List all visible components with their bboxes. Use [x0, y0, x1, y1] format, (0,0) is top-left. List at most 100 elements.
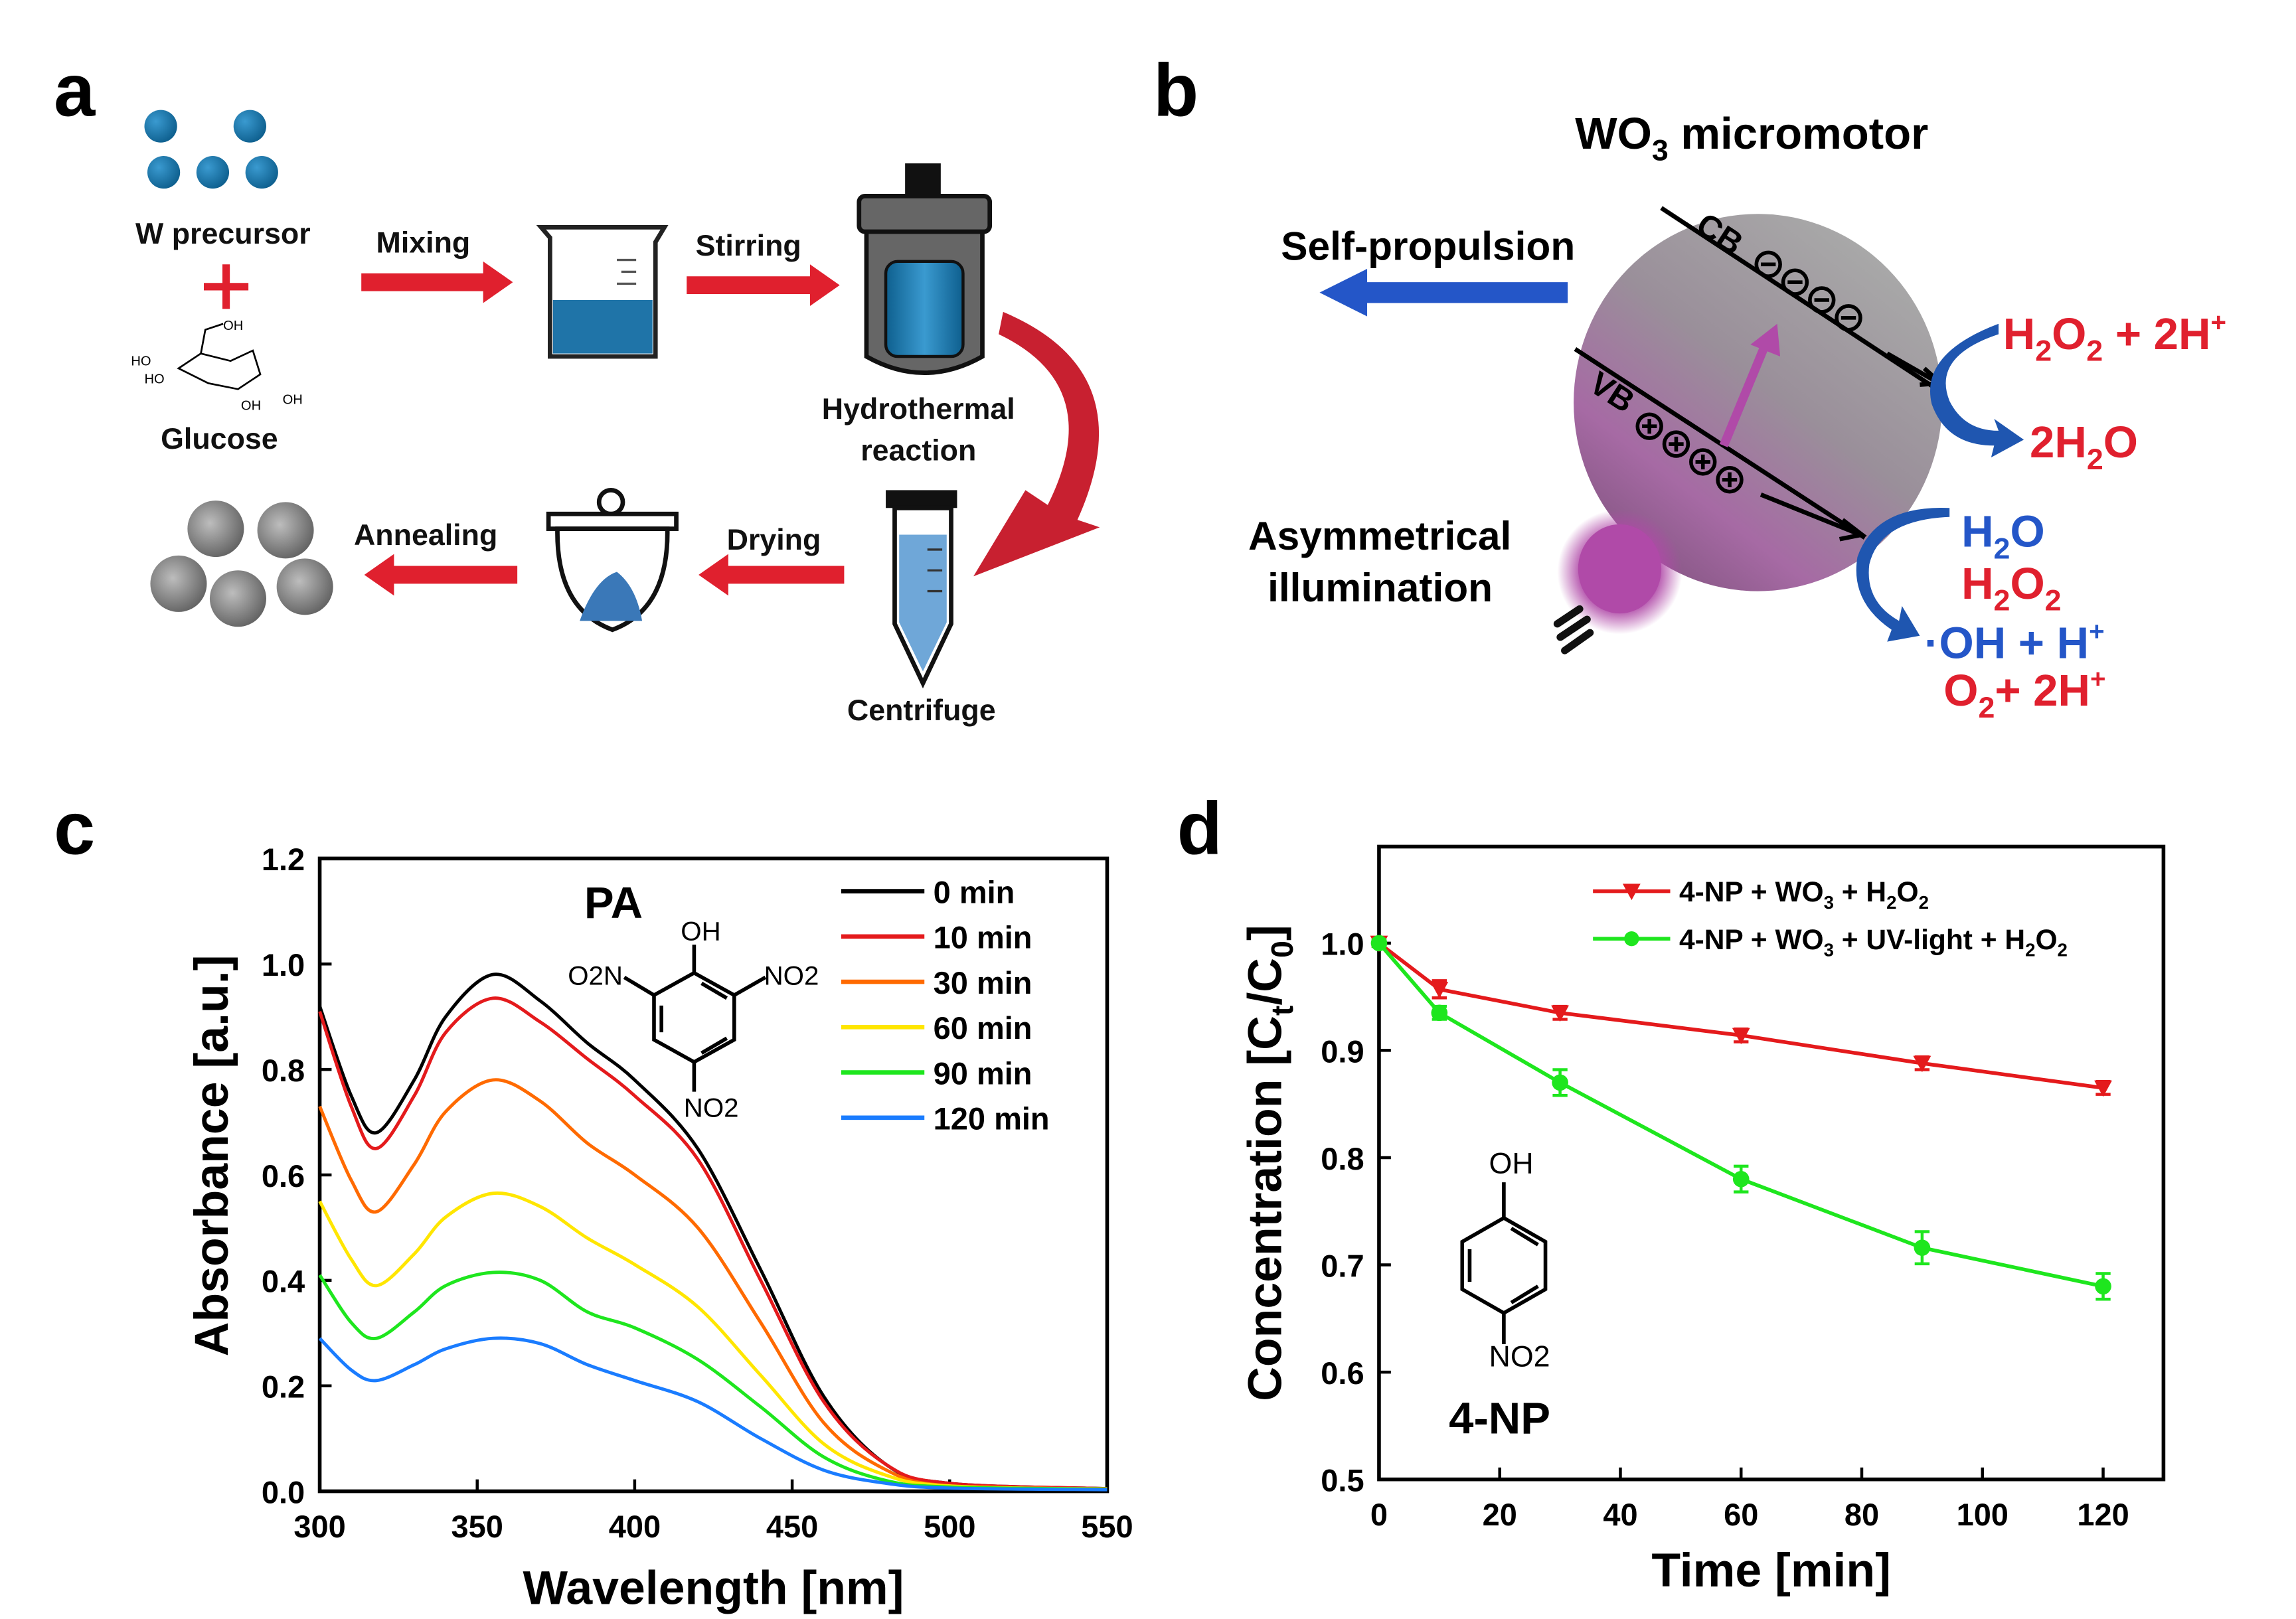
panel-letter-a: a [54, 49, 96, 132]
mixing-arrow-icon [361, 261, 513, 303]
reaction-h2o: H2O [1961, 506, 2045, 565]
drying-arrow-icon [698, 554, 845, 596]
legend-marker [1622, 884, 1641, 900]
legend-label: 10 min [934, 920, 1032, 955]
y-tick-label: 1.2 [262, 842, 305, 877]
plot-frame [1377, 844, 2166, 1482]
pa-label: PA [584, 878, 643, 928]
hole-icons [1635, 412, 1744, 494]
svg-text:OH: OH [681, 916, 720, 946]
curved-arrow-icon [973, 311, 1100, 577]
hydrothermal-label-line2: reaction [861, 434, 976, 467]
x-tick-label: 500 [924, 1509, 975, 1544]
y-tick-label: 0.8 [262, 1053, 305, 1088]
panel-letter-d: d [1177, 787, 1222, 870]
x-tick-label: 20 [1483, 1497, 1517, 1532]
4np-label: 4-NP [1449, 1393, 1550, 1443]
data-point [1732, 1170, 1750, 1188]
spectrum-line-120-min [318, 1336, 1107, 1492]
reaction-h2o2: H2O2 [1961, 559, 2061, 617]
svg-text:OH: OH [241, 399, 261, 414]
annealing-arrow-icon [364, 554, 518, 596]
svg-text:NO2: NO2 [764, 961, 819, 991]
y-tick-label: 0.6 [262, 1158, 305, 1194]
w-precursor-label: W precursor [135, 217, 311, 250]
illumination-label-line1: Asymmetrical [1248, 513, 1511, 558]
svg-text:HO: HO [144, 372, 164, 386]
x-axis-label: Wavelength [nm] [523, 1562, 904, 1615]
propulsion-arrow-icon [1319, 269, 1568, 317]
y-tick-label: 0.6 [1321, 1355, 1364, 1391]
hydrothermal-label-line1: Hydrothermal [822, 392, 1015, 425]
x-tick-label: 350 [451, 1509, 503, 1544]
spectrum-line-30-min [318, 1078, 1107, 1491]
legend-label: 30 min [934, 965, 1032, 1000]
svg-text:OH: OH [283, 393, 303, 408]
data-point [2094, 1080, 2112, 1097]
svg-text:O2N: O2N [568, 961, 623, 991]
legend-label: 4-NP + WO3 + H2O2 [1679, 877, 1929, 913]
annealing-label: Annealing [354, 518, 497, 552]
reduction-curved-arrow-icon [1929, 323, 2024, 458]
legend-label: 90 min [934, 1055, 1032, 1091]
data-point [1551, 1005, 1570, 1022]
y-tick-label: 0.9 [1321, 1034, 1364, 1069]
wo3-particles-icon [150, 501, 333, 627]
y-tick-label: 0.0 [262, 1474, 305, 1509]
legend-label: 60 min [934, 1010, 1032, 1045]
x-tick-label: 60 [1724, 1497, 1758, 1532]
panel-a: a W precursor OH HO HO OH OH Glucose Mix… [54, 49, 1100, 727]
data-point [1431, 1004, 1448, 1022]
x-tick-label: 100 [1957, 1497, 2009, 1532]
data-point [2095, 1278, 2111, 1295]
y-tick-label: 0.4 [262, 1264, 305, 1299]
y-tick-label: 1.0 [1321, 927, 1364, 962]
legend-label: 4-NP + WO3 + UV-light + H2O2 [1679, 925, 2068, 961]
svg-text:OH: OH [1489, 1147, 1534, 1180]
x-tick-label: 450 [766, 1509, 818, 1544]
data-point [1914, 1239, 1931, 1256]
panel-letter-c: c [54, 787, 95, 870]
drying-jar-icon [546, 488, 679, 633]
reaction-o2-2h: O2+ 2H+ [1943, 664, 2105, 724]
micromotor-sphere: CB VB [1574, 206, 1946, 591]
oxidation-curved-arrow-icon [1856, 508, 1950, 642]
spectrum-line-10-min [318, 996, 1107, 1491]
x-tick-label: 120 [2077, 1497, 2129, 1532]
y-tick-label: 0.2 [262, 1369, 305, 1405]
svg-text:NO2: NO2 [684, 1093, 739, 1123]
data-point [1552, 1074, 1568, 1091]
data-point [1370, 935, 1388, 952]
autoclave-icon [857, 163, 993, 375]
svg-text:OH: OH [223, 319, 243, 333]
self-propulsion-label: Self-propulsion [1281, 224, 1575, 269]
spectrum-line-60-min [318, 1191, 1107, 1491]
stirring-arrow-icon [687, 264, 840, 306]
x-tick-label: 80 [1845, 1497, 1879, 1532]
glucose-structure-icon: OH HO HO OH OH [131, 319, 302, 414]
beaker-icon [536, 224, 669, 359]
data-point [1430, 982, 1449, 998]
micromotor-title: WO3 micromotor [1575, 109, 1928, 167]
stirring-label: Stirring [696, 229, 801, 262]
legend-marker [1624, 931, 1639, 947]
y-tick-label: 0.5 [1321, 1463, 1364, 1498]
data-point [1913, 1055, 1931, 1073]
nitrophenol-structure-icon: OH NO2 [1460, 1147, 1550, 1373]
glucose-label: Glucose [161, 422, 278, 455]
svg-text:NO2: NO2 [1489, 1340, 1550, 1373]
x-tick-label: 300 [293, 1509, 345, 1544]
mixing-label: Mixing [376, 226, 471, 259]
data-point [1732, 1028, 1750, 1045]
electron-icons [1754, 250, 1862, 332]
reaction-2h2o: 2H2O [2030, 418, 2138, 476]
x-tick-label: 40 [1603, 1497, 1637, 1532]
svg-text:HO: HO [131, 354, 151, 368]
panel-b: b WO3 micromotor CB VB Self-propulsion H… [1153, 49, 2226, 724]
drying-label: Drying [727, 523, 821, 556]
